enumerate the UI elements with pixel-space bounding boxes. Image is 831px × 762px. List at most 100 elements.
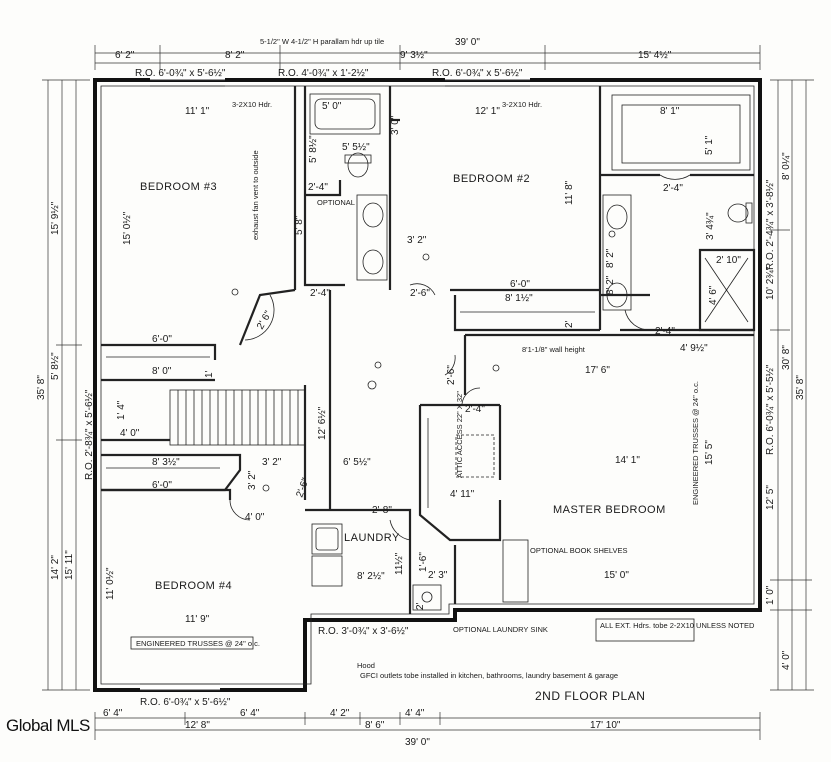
note-book-shelves: OPTIONAL BOOK SHELVES (530, 546, 628, 555)
dim-mbr-closet: 4' 11" (450, 489, 475, 500)
bottom-dim-7: 17' 10" (590, 720, 621, 731)
right-dim-1: 8' 0¼" (780, 152, 792, 180)
detail-lines (106, 93, 753, 650)
note-exhaust: exhaust fan vent to outside (251, 150, 260, 240)
dim-shower: 2' 10" (716, 255, 741, 266)
top-dim-4: 15' 4½" (638, 50, 672, 61)
note-wall-height: 8'1-1/8" wall height (522, 345, 586, 354)
note-hdrs: ALL EXT. Hdrs. tobe 2-2X10 UNLESS NOTED (600, 621, 755, 630)
ro-right-mid: R.O. 6'-0¾" x 5'-5½" (765, 364, 776, 455)
right-dim-2: 10' 2¾" (765, 266, 776, 300)
room-label-bedroom4: BEDROOM #4 (155, 580, 232, 592)
dim-laundry-s2: 1'-6" (418, 552, 429, 572)
room-label-laundry: LAUNDRY (344, 532, 400, 544)
dim-b3-h: 15' 0½" (122, 211, 133, 245)
dim-hall-c: 4' 9½" (680, 343, 708, 354)
dim-shower-h: 4' 6" (708, 285, 719, 305)
ro-bottom-b4: R.O. 6'-0¾" x 5'-6½" (140, 697, 231, 708)
right-dim-7: 4' 0" (781, 650, 792, 670)
top-header-note: 5-1/2" W 4-1/2" H parallam hdr up tile (260, 37, 384, 46)
left-dim-3: 5' 8½" (50, 352, 61, 380)
dim-hall-d2: 2'-6" (410, 288, 430, 299)
dim-hall-1: 3' 2" (407, 235, 427, 246)
dim-laundry-v: 2' (415, 602, 426, 610)
dim-hall-d3: 2'-4" (308, 182, 328, 193)
dim-hall-door: 2'-4" (655, 326, 675, 337)
bottom-dim-3: 12' 8" (185, 720, 210, 731)
dim-laundry-s: 2' 3" (428, 570, 448, 581)
dim-bath-b: 5' 5½" (342, 142, 370, 153)
ro-top-2: R.O. 4'-0¾" x 1'-2½" (278, 68, 369, 79)
dim-b4-c: 8' 3½" (152, 457, 180, 468)
dim-stair-w: 4' 0" (120, 428, 140, 439)
note-hdr-2: 3-2X10 Hdr. (502, 100, 542, 109)
left-dim-2: 35' 8" (36, 375, 47, 400)
room-label-bedroom3: BEDROOM #3 (140, 181, 217, 193)
right-dim-6: 1' 0" (765, 585, 776, 605)
note-attic: ATTIC ACCESS 22" X 32" (455, 391, 464, 478)
dim-b2-closet: 6'-0" (510, 279, 530, 290)
bottom-dim-5: 4' 4" (405, 708, 425, 719)
note-laundry-sink: OPTIONAL LAUNDRY SINK (453, 625, 548, 634)
top-overall-dim: 39' 0" (455, 37, 480, 48)
dim-b2-side: 2' (564, 320, 575, 328)
ro-top-3: R.O. 6'-0¾" x 5'-6½" (432, 68, 523, 79)
dim-mb-toilet: 3' 4¾" (705, 212, 716, 240)
dim-b4-h: 11' 0½" (105, 567, 116, 600)
left-dim-4: 14' 2" (50, 555, 61, 580)
note-hood: Hood (357, 661, 375, 670)
left-dim-5: 15' 11" (64, 550, 75, 580)
dimension-lines (42, 45, 814, 740)
bottom-dim-6: 8' 6" (365, 720, 385, 731)
dim-b2-h: 11' 8" (564, 180, 575, 205)
dim-mbr-bot: 15' 0" (604, 570, 629, 581)
dim-b3-w: 11' 1" (185, 106, 210, 117)
dim-b4-c2: 6'-0" (152, 480, 172, 491)
right-dim-3: 30' 8" (781, 345, 792, 370)
dim-mbr-d: 2'-4" (465, 404, 485, 415)
dim-b3-closet: 6'-0" (152, 334, 172, 345)
dim-laundry-w: 8' 2½" (357, 571, 385, 582)
dim-laundry-d: 2'-8" (372, 505, 392, 516)
dim-stair-l: 1' 4" (116, 400, 127, 420)
dim-hall-d1: 2'-4" (310, 288, 330, 299)
dim-b4-c3: 3' 2" (262, 457, 282, 468)
dim-mb-w: 8' 1" (660, 106, 680, 117)
dim-stair-h: 12' 6½" (317, 406, 328, 440)
top-dim-2: 8' 2" (225, 50, 245, 61)
note-trusses-b4: ENGINEERED TRUSSES @ 24" o.c. (136, 639, 260, 648)
top-dim-3: 9' 3½" (400, 50, 428, 61)
room-label-bedroom2: BEDROOM #2 (453, 173, 530, 185)
dim-vanity-2: 8' 2" (605, 275, 616, 295)
dim-bath-h2: 5' 8" (294, 215, 305, 235)
dim-bath-v: 3' 0" (390, 115, 401, 135)
interior-walls (101, 86, 756, 614)
dim-b3-c2: 8' 0" (152, 366, 172, 377)
dim-mbr-h: 15' 5" (704, 440, 715, 465)
left-dim-1: 15' 9½" (50, 201, 61, 235)
ro-left: R.O. 2'-8¾" x 5'-6½" (84, 389, 95, 480)
dim-b2-w: 12' 1" (475, 106, 500, 117)
dim-stair-r: 1' (204, 370, 215, 378)
dim-b4-w: 11' 9" (185, 614, 210, 625)
note-optional: OPTIONAL (317, 198, 355, 207)
dim-b2-c2: 8' 1½" (505, 293, 533, 304)
bottom-dim-2: 6' 4" (240, 708, 260, 719)
dim-bath-w: 5' 0" (322, 101, 342, 112)
dim-b4-d2: 4' 0" (245, 512, 265, 523)
dim-hall-d4: 2'-6" (446, 365, 457, 385)
right-dim-5: 12' 5" (765, 485, 776, 510)
top-dim-1: 6' 2" (115, 50, 135, 61)
ro-top-1: R.O. 6'-0¾" x 5'-6½" (135, 68, 226, 79)
note-hdr-1: 3-2X10 Hdr. (232, 100, 272, 109)
bottom-overall-dim: 39' 0" (405, 737, 430, 748)
dim-mbr-w2: 14' 1" (615, 455, 640, 466)
dim-mb-door: 2'-4" (663, 183, 683, 194)
dim-laundry-h: 11½" (394, 552, 405, 575)
room-label-master: MASTER BEDROOM (553, 504, 666, 516)
right-dim-4: 35' 8" (795, 375, 806, 400)
global-mls-watermark: Global MLS (6, 716, 90, 735)
exterior-walls (93, 76, 762, 692)
